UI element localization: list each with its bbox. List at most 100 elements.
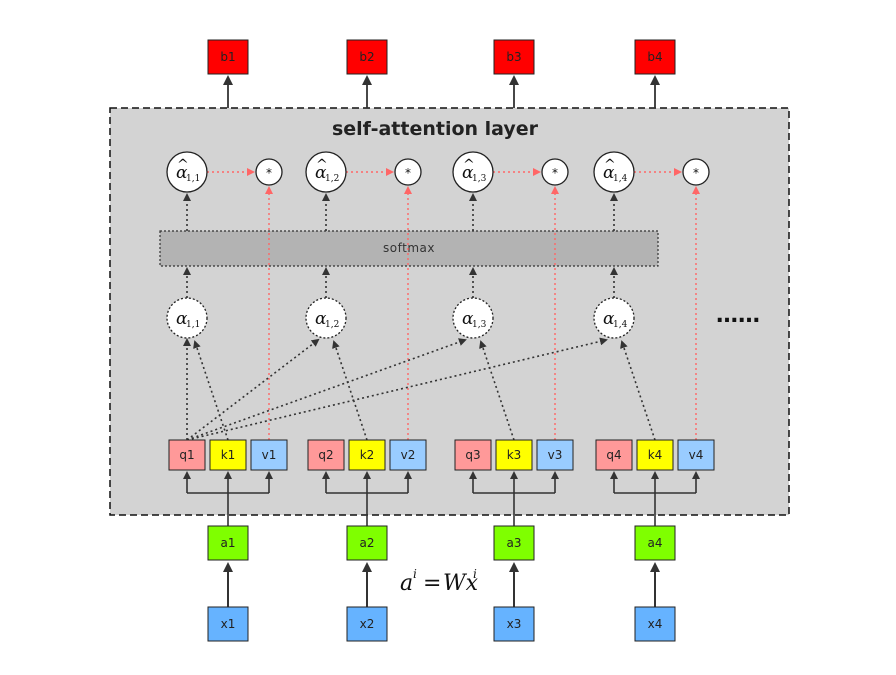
output-b2-label: b2: [359, 50, 374, 64]
multiply-symbol: *: [266, 166, 272, 180]
output-b4: b4: [634, 39, 676, 75]
value-v2-label: v2: [401, 448, 416, 462]
multiply-node-4: *: [682, 158, 710, 186]
node-a2: a2: [346, 525, 388, 561]
alpha-node-4: α1,4: [593, 297, 635, 339]
query-q2: q2: [307, 439, 345, 471]
alpha-node-2-subscript: 1,2: [325, 320, 339, 330]
alpha-symbol: α: [462, 163, 474, 183]
output-b1-label: b1: [220, 50, 235, 64]
alpha-hat-node-4-subscript: 1,4: [613, 174, 628, 184]
arrow-k-to-alpha-2: [332, 340, 368, 441]
alpha-hat-node-4: α^1,4: [593, 151, 635, 193]
query-q3: q3: [454, 439, 492, 471]
alpha-hat-node-1: α^1,1: [166, 151, 208, 193]
multiply-node-3: *: [541, 158, 569, 186]
output-b1: b1: [207, 39, 249, 75]
alpha-symbol: α: [603, 163, 615, 183]
query-q2-label: q2: [318, 448, 333, 462]
value-v3: v3: [536, 439, 574, 471]
arrow-k-to-alpha-3: [479, 340, 515, 441]
node-a1: a1: [207, 525, 249, 561]
alpha-symbol: α: [315, 309, 327, 329]
more-columns-ellipsis: ……: [716, 303, 760, 328]
node-a3: a3: [493, 525, 535, 561]
value-v3-label: v3: [548, 448, 563, 462]
value-v4-label: v4: [689, 448, 704, 462]
query-q4-label: q4: [606, 448, 621, 462]
node-x2: x2: [346, 606, 388, 642]
formula: a i = Wx i: [400, 567, 479, 596]
query-q4: q4: [595, 439, 633, 471]
output-b3-label: b3: [506, 50, 521, 64]
multiply-symbol: *: [693, 166, 699, 180]
alpha-symbol: α: [176, 163, 188, 183]
output-b2: b2: [346, 39, 388, 75]
query-q1: q1: [168, 439, 206, 471]
alpha-node-2: α1,2: [305, 297, 347, 339]
softmax-box: [159, 230, 659, 267]
key-k3-label: k3: [507, 448, 522, 462]
node-a3-label: a3: [507, 536, 522, 550]
alpha-node-3: α1,3: [452, 297, 494, 339]
output-b4-label: b4: [647, 50, 662, 64]
alpha-hat-node-1-subscript: 1,1: [186, 174, 200, 184]
node-x1-label: x1: [221, 617, 236, 631]
formula-equals: =: [423, 571, 441, 596]
alpha-hat-node-2: α^1,2: [305, 151, 347, 193]
hat-symbol: ^: [316, 157, 328, 173]
arrow-q1-to-alpha-4: [186, 337, 608, 441]
node-a1-label: a1: [221, 536, 236, 550]
key-k4-label: k4: [648, 448, 663, 462]
formula-lhs-sup: i: [413, 567, 417, 581]
value-v1-label: v1: [262, 448, 277, 462]
node-x4: x4: [634, 606, 676, 642]
formula-rhs: Wx: [443, 571, 479, 596]
node-x3-label: x3: [507, 617, 522, 631]
multiply-symbol: *: [405, 166, 411, 180]
alpha-hat-node-2-subscript: 1,2: [325, 174, 339, 184]
key-k2-label: k2: [360, 448, 375, 462]
alpha-node-1: α1,1: [166, 297, 208, 339]
value-v2: v2: [389, 439, 427, 471]
alpha-symbol: α: [603, 309, 615, 329]
value-v1: v1: [250, 439, 288, 471]
multiply-node-1: *: [255, 158, 283, 186]
alpha-symbol: α: [462, 309, 474, 329]
node-a4: a4: [634, 525, 676, 561]
arrow-k-to-alpha-1: [193, 340, 229, 441]
output-b3: b3: [493, 39, 535, 75]
layer-title: self-attention layer: [332, 118, 539, 140]
key-k3: k3: [495, 439, 533, 471]
node-x1: x1: [207, 606, 249, 642]
key-k2: k2: [348, 439, 386, 471]
arrow-q1-to-alpha-3: [186, 338, 467, 441]
node-x2-label: x2: [360, 617, 375, 631]
multiply-node-2: *: [394, 158, 422, 186]
formula-rhs-sup: i: [473, 567, 477, 581]
softmax-label: softmax: [383, 241, 435, 255]
hat-symbol: ^: [463, 157, 475, 173]
alpha-node-1-subscript: 1,1: [186, 320, 200, 330]
query-q1-label: q1: [179, 448, 194, 462]
key-k4: k4: [636, 439, 674, 471]
alpha-node-3-subscript: 1,3: [472, 320, 487, 330]
query-q3-label: q3: [465, 448, 480, 462]
value-v4: v4: [677, 439, 715, 471]
multiply-symbol: *: [552, 166, 558, 180]
alpha-symbol: α: [176, 309, 188, 329]
node-a2-label: a2: [360, 536, 375, 550]
key-k1-label: k1: [221, 448, 236, 462]
hat-symbol: ^: [604, 157, 616, 173]
key-k1: k1: [209, 439, 247, 471]
alpha-symbol: α: [315, 163, 327, 183]
node-a4-label: a4: [648, 536, 663, 550]
node-x4-label: x4: [648, 617, 663, 631]
arrow-k-to-alpha-4: [620, 340, 656, 441]
alpha-hat-node-3: α^1,3: [452, 151, 494, 193]
connection-edges: [183, 75, 700, 607]
alpha-hat-node-3-subscript: 1,3: [472, 174, 487, 184]
node-x3: x3: [493, 606, 535, 642]
